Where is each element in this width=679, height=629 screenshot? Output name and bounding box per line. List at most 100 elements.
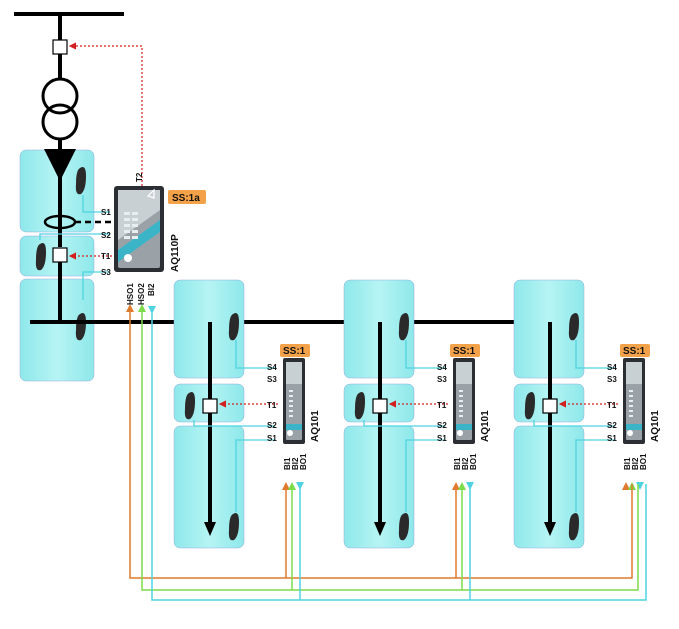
ss-badge-label: SS:1 xyxy=(283,346,306,357)
device-button xyxy=(627,430,633,436)
terminal-t1: T1 xyxy=(437,401,447,410)
cyan-bus-wire xyxy=(151,306,647,601)
arc-sensor-icon xyxy=(524,392,535,420)
arc-sensor-icon xyxy=(398,513,409,541)
led-indicator xyxy=(459,390,463,392)
sensor-fiber xyxy=(39,233,110,240)
transformer-secondary-icon xyxy=(41,103,79,141)
arc-sensor-icon xyxy=(75,167,86,195)
orange-bus-wire xyxy=(129,306,633,579)
led-indicator xyxy=(629,390,633,392)
sensor-fiber xyxy=(235,340,275,369)
led-column xyxy=(124,212,138,239)
ss-badge-label: SS:1 xyxy=(623,346,646,357)
aq101-relay[interactable]: AQ101 xyxy=(283,358,321,444)
led-indicator xyxy=(289,400,293,402)
arrow-up-icon xyxy=(126,304,134,312)
arrow-down-icon xyxy=(544,522,556,536)
terminal-s2: S2 xyxy=(607,421,617,430)
device-stripe xyxy=(456,424,472,430)
terminal-s1: S1 xyxy=(607,434,617,443)
device-name: AQ110P xyxy=(170,234,181,272)
interlink-wiring xyxy=(126,304,647,601)
ss-badge-label: SS:1 xyxy=(453,346,476,357)
device-stripe xyxy=(456,362,472,384)
terminal-s3: S3 xyxy=(101,268,111,277)
terminal-s4: S4 xyxy=(607,363,617,372)
arrow-down-icon xyxy=(204,522,216,536)
ss-badge xyxy=(620,344,650,357)
terminal-s1: S1 xyxy=(101,208,111,217)
led-indicator xyxy=(459,415,463,417)
aq101-relay[interactable]: AQ101 xyxy=(453,358,491,444)
output-hso1: HSO1 xyxy=(126,283,135,305)
output-bo1: BO1 xyxy=(299,453,308,470)
led-indicator xyxy=(629,405,633,407)
device-stripe xyxy=(286,362,302,384)
ss-badge xyxy=(450,344,480,357)
terminal-s3: S3 xyxy=(437,375,447,384)
trip-line-t2 xyxy=(68,42,143,186)
green-bus-wire xyxy=(141,306,639,591)
device-button xyxy=(124,254,132,262)
aq101-relay[interactable]: AQ101 xyxy=(623,358,661,444)
terminal-t1: T1 xyxy=(101,252,111,261)
arc-sensor-icon xyxy=(568,513,579,541)
terminal-s3: S3 xyxy=(267,375,277,384)
device-stripe xyxy=(118,220,160,262)
sensor-fiber xyxy=(82,195,110,213)
arc-sensor-icon xyxy=(75,313,86,341)
device-stripe xyxy=(286,424,302,430)
feeder-breaker xyxy=(202,398,218,414)
led-indicator xyxy=(459,410,463,412)
device-button xyxy=(287,430,293,436)
output-bo1: BO1 xyxy=(639,453,648,470)
arc-sensor-icon xyxy=(568,313,579,341)
arc-sensor-icon xyxy=(354,392,365,420)
arc-sensor-icon xyxy=(398,313,409,341)
terminal-s2: S2 xyxy=(101,231,111,240)
terminal-s4: S4 xyxy=(437,363,447,372)
terminal-t1: T1 xyxy=(607,401,617,410)
terminal-t2: T2 xyxy=(135,172,144,182)
busbar-compartment-panel xyxy=(19,278,95,382)
sensor-fiber xyxy=(405,439,445,512)
device-stripe xyxy=(626,362,642,384)
output-hso2: HSO2 xyxy=(137,283,146,305)
ss-badge-label: SS:1a xyxy=(172,193,200,204)
output-bi2: BI2 xyxy=(631,457,640,470)
arrow-down-icon xyxy=(374,522,386,536)
arc-sensor-icon xyxy=(184,392,195,420)
led-indicator xyxy=(289,390,293,392)
feeder-breaker xyxy=(372,398,388,414)
terminal-s4: S4 xyxy=(267,363,277,372)
feeder-breaker xyxy=(542,398,558,414)
sensor-fiber xyxy=(575,340,615,369)
transformer-primary-icon xyxy=(41,77,79,115)
arc-sensor-icon xyxy=(228,313,239,341)
led-indicator xyxy=(289,405,293,407)
device-button xyxy=(457,430,463,436)
device-name: AQ101 xyxy=(650,410,661,442)
led-indicator xyxy=(459,395,463,397)
output-bi1: BI1 xyxy=(623,457,632,470)
terminal-s2: S2 xyxy=(267,421,277,430)
aq110p-relay[interactable]: AQ110P xyxy=(114,186,181,272)
output-bi2: BI2 xyxy=(147,283,156,296)
device-name: AQ101 xyxy=(310,410,321,442)
output-bo1: BO1 xyxy=(469,453,478,470)
terminal-s1: S1 xyxy=(437,434,447,443)
arc-sensor-icon xyxy=(35,243,46,271)
sensor-fiber xyxy=(363,420,445,427)
sensor-fiber xyxy=(193,420,275,427)
sensor-fiber xyxy=(405,340,445,369)
terminal-t1: T1 xyxy=(267,401,277,410)
output-bi2: BI2 xyxy=(461,457,470,470)
sensor-fiber xyxy=(575,439,615,512)
led-indicator xyxy=(629,415,633,417)
sensor-fiber xyxy=(533,420,615,427)
ss-badge xyxy=(280,344,310,357)
incomer-breaker xyxy=(52,247,68,263)
